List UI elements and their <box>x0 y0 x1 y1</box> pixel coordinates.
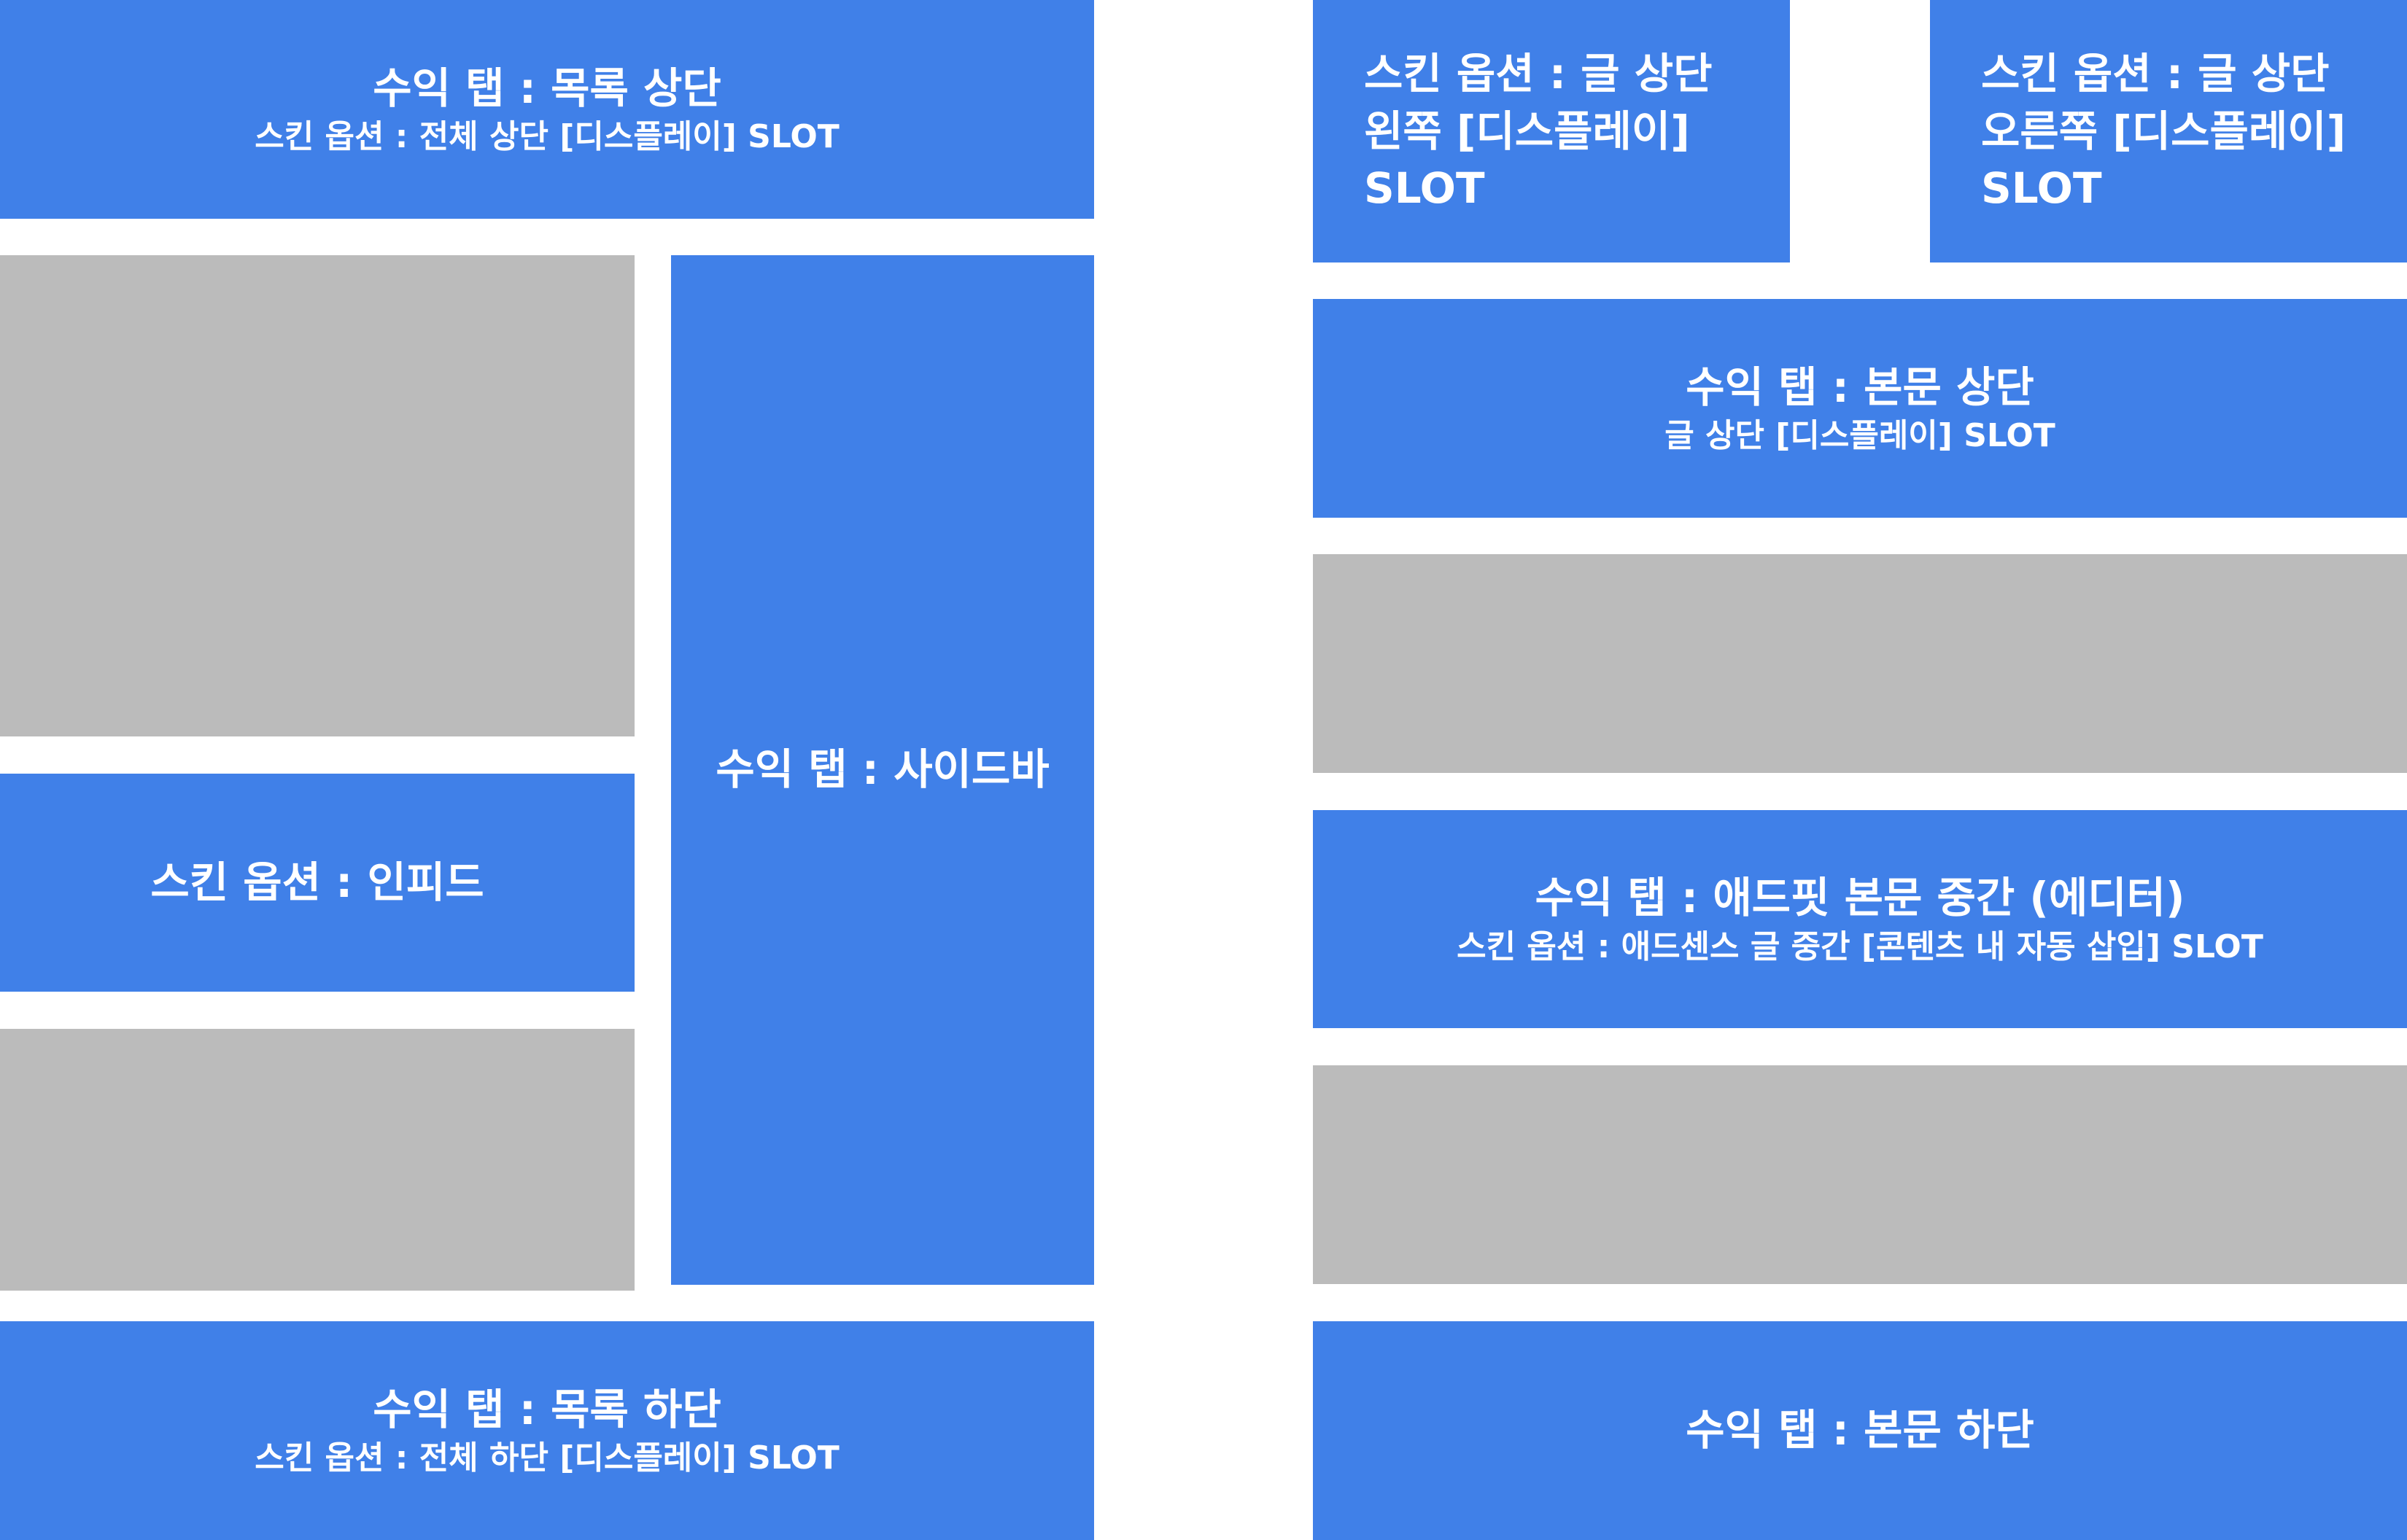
list-top-subtitle: 스킨 옵션 : 전체 상단 [디스플레이] SLOT <box>255 118 840 156</box>
list-bottom-subtitle: 스킨 옵션 : 전체 하단 [디스플레이] SLOT <box>255 1439 840 1477</box>
post-top-right-line2: 오른쪽 [디스플레이] <box>1981 106 2346 156</box>
post-top-left-line3: SLOT <box>1364 163 1485 214</box>
post-body-bottom-slot: 수익 탭 : 본문 하단 <box>1313 1321 2407 1540</box>
list-top-title: 수익 탭 : 목록 상단 <box>373 63 721 113</box>
list-sidebar-title: 수익 탭 : 사이드바 <box>716 744 1050 795</box>
list-bottom-title: 수익 탭 : 목록 하단 <box>373 1384 721 1434</box>
post-body-middle-slot: 수익 탭 : 애드핏 본문 중간 (에디터) 스킨 옵션 : 애드센스 글 중간… <box>1313 810 2407 1028</box>
post-body-middle-title: 수익 탭 : 애드핏 본문 중간 (에디터) <box>1535 873 2185 923</box>
post-top-right-line3: SLOT <box>1981 163 2102 214</box>
post-top-left-line2: 왼쪽 [디스플레이] <box>1364 106 1690 156</box>
list-infeed-title: 스킨 옵션 : 인피드 <box>150 857 484 907</box>
post-body-top-slot: 수익 탭 : 본문 상단 글 상단 [디스플레이] SLOT <box>1313 299 2407 518</box>
post-content-block-1 <box>1313 554 2407 773</box>
list-bottom-slot: 수익 탭 : 목록 하단 스킨 옵션 : 전체 하단 [디스플레이] SLOT <box>0 1321 1094 1540</box>
post-top-left-line1: 스킨 옵션 : 글 상단 <box>1364 48 1713 98</box>
post-body-middle-subtitle: 스킨 옵션 : 애드센스 글 중간 [콘텐츠 내 자동 삽입] SLOT <box>1457 928 2263 965</box>
post-top-right-line1: 스킨 옵션 : 글 상단 <box>1981 48 2330 98</box>
list-infeed-slot: 스킨 옵션 : 인피드 <box>0 774 635 992</box>
list-content-block-1 <box>0 255 635 736</box>
post-content-block-2 <box>1313 1065 2407 1284</box>
post-body-top-subtitle: 글 상단 [디스플레이] SLOT <box>1664 417 2055 455</box>
list-sidebar-slot: 수익 탭 : 사이드바 <box>671 255 1094 1285</box>
post-body-top-title: 수익 탭 : 본문 상단 <box>1686 362 2034 412</box>
post-body-bottom-title: 수익 탭 : 본문 하단 <box>1686 1405 2034 1455</box>
list-top-slot: 수익 탭 : 목록 상단 스킨 옵션 : 전체 상단 [디스플레이] SLOT <box>0 0 1094 219</box>
post-top-right-slot: 스킨 옵션 : 글 상단 오른쪽 [디스플레이] SLOT <box>1930 0 2407 262</box>
post-top-left-slot: 스킨 옵션 : 글 상단 왼쪽 [디스플레이] SLOT <box>1313 0 1790 262</box>
list-content-block-2 <box>0 1029 635 1291</box>
